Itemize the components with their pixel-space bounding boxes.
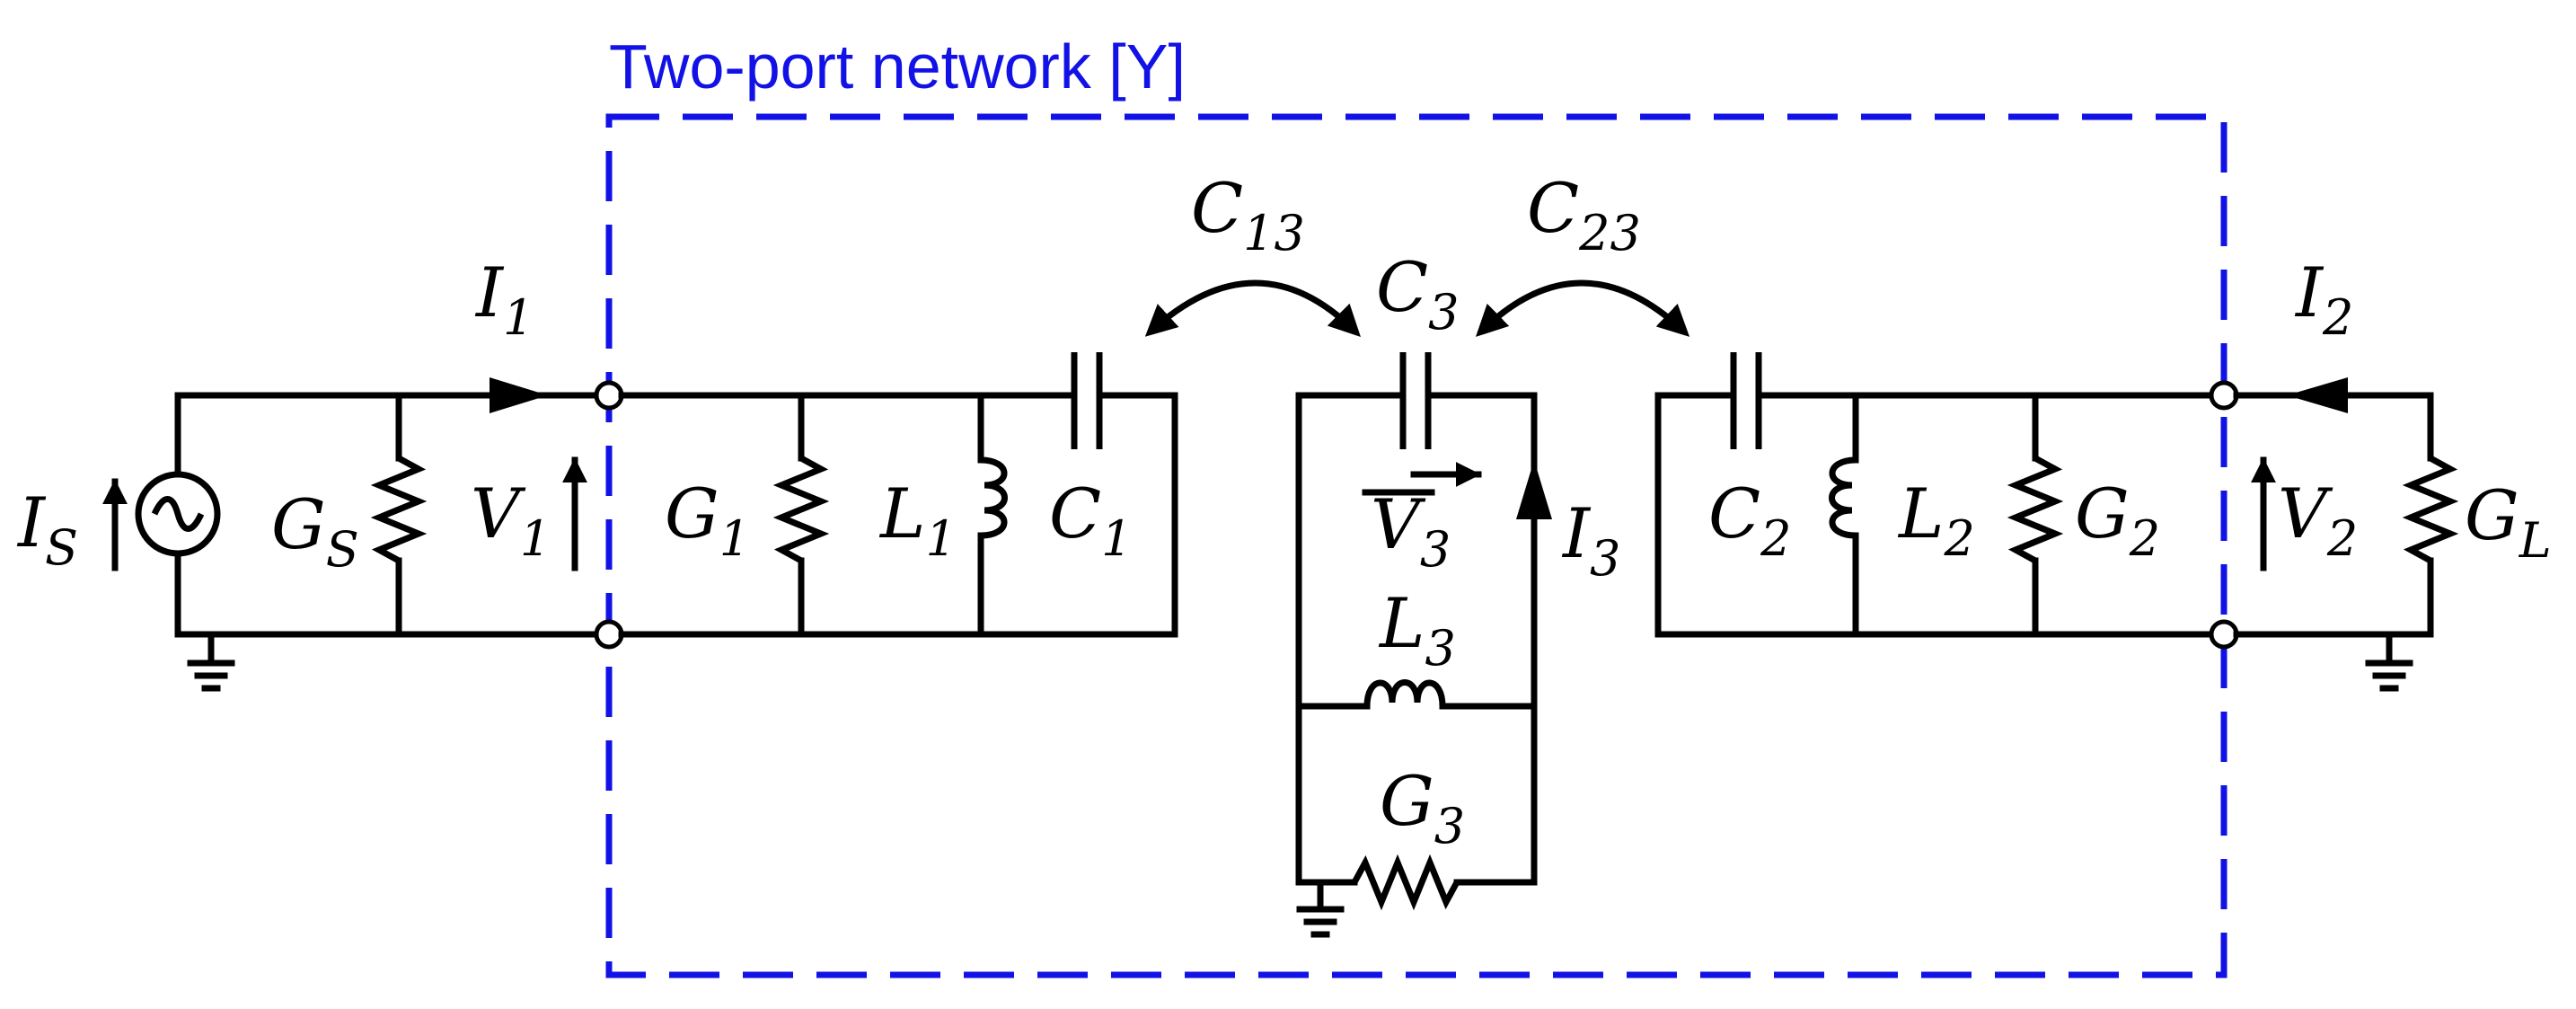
l1-inductor — [980, 456, 1008, 539]
ground-symbol-right — [2365, 631, 2413, 692]
gl-label: GL — [2465, 475, 2552, 569]
c13-label: C13 — [1191, 168, 1305, 261]
c2-label: C2 — [1708, 474, 1792, 567]
ac-current-source — [135, 471, 221, 557]
i3-arrow — [1516, 460, 1552, 519]
g2-resistor — [2007, 455, 2064, 564]
component-labels: IS GS V1 I1 G1 L1 C1 C13 C3 C23 V3 I3 L3… — [16, 168, 2552, 854]
g3-label: G3 — [1380, 761, 1465, 854]
gl-resistor — [2402, 455, 2459, 564]
c3-label: C3 — [1376, 247, 1460, 341]
v1-label: V1 — [471, 474, 551, 567]
l3-label: L3 — [1378, 583, 1456, 677]
i1-label: I1 — [474, 252, 534, 346]
two-port-boundary — [605, 113, 2228, 978]
c1-label: C1 — [1049, 474, 1133, 567]
port1-terminal-top — [594, 380, 624, 411]
g1-label: G1 — [665, 474, 750, 567]
i2-arrow — [2287, 377, 2348, 413]
gs-label: GS — [271, 484, 359, 578]
ground-symbol-left — [187, 631, 235, 692]
resonator-3 — [1295, 352, 1552, 938]
port2-terminal-bottom — [2209, 619, 2239, 650]
c13-coupling-arrow — [1144, 279, 1361, 337]
two-port-title: Two-port network [Y] — [609, 31, 1186, 102]
i3-label: I3 — [1561, 493, 1620, 587]
l1-label: L1 — [878, 474, 957, 567]
c23-coupling-arrow — [1476, 279, 1690, 337]
l3-inductor — [1363, 679, 1446, 707]
gs-resistor — [370, 455, 428, 564]
resonator-1 — [618, 352, 1178, 638]
v2-label: V2 — [2278, 474, 2358, 567]
sine-wave-icon — [151, 496, 205, 532]
g2-label: G2 — [2075, 474, 2160, 567]
g3-resistor — [1351, 854, 1460, 911]
l2-inductor — [1829, 456, 1857, 539]
l2-label: L2 — [1897, 474, 1975, 567]
g1-resistor — [772, 455, 830, 564]
resonator-2 — [1654, 352, 2215, 638]
c23-label: C23 — [1527, 168, 1641, 261]
ground-symbol-middle — [1296, 879, 1345, 938]
i1-arrow — [490, 377, 548, 413]
is-label: IS — [16, 482, 78, 576]
v3-label: V3 — [1371, 484, 1451, 578]
i2-label: I2 — [2294, 252, 2353, 346]
port2-terminal-top — [2209, 380, 2239, 411]
load-circuit — [2233, 377, 2459, 692]
port1-terminal-bottom — [594, 619, 624, 650]
source-circuit — [102, 377, 611, 692]
